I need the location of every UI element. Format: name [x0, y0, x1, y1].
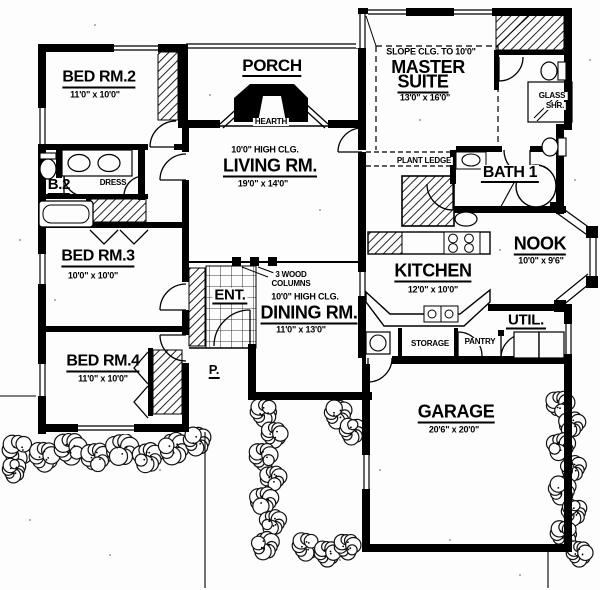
kitchen-counter	[365, 288, 491, 327]
master-label-line1: MASTER	[391, 57, 465, 77]
bed2-label: BED RM.2	[62, 69, 136, 89]
porch-label: PORCH	[242, 56, 302, 77]
lot-lines	[0, 395, 549, 588]
bathtub-inner	[42, 204, 90, 224]
bath1-label: BATH 1	[480, 164, 540, 183]
master-ceiling: SLOPE CLG. TO 10'0"	[386, 46, 476, 57]
bed4-closet	[152, 349, 183, 415]
master-closet	[495, 14, 565, 51]
bed3-closet	[90, 198, 147, 223]
dryer	[538, 331, 565, 359]
sink	[97, 153, 121, 173]
windows	[36, 6, 597, 489]
living-dims: 19'0" x 14'0"	[237, 178, 289, 189]
bed2-dims: 11'0" x 10'0"	[70, 89, 120, 100]
entry-label: ENT.	[212, 286, 248, 305]
master-label-line2: SUITE	[397, 71, 449, 94]
burner	[464, 233, 474, 244]
pantry-label: PANTRY	[462, 337, 498, 346]
nook-label: NOOK	[513, 233, 567, 256]
bath2-label: B.2	[47, 176, 71, 195]
hearth-label: HEARTH	[252, 117, 290, 126]
dining-label: DINING RM.	[260, 302, 358, 325]
floor-finishes	[90, 14, 565, 415]
dining-dims: 11'0" x 13'0"	[276, 324, 326, 335]
living-label: LIVING RM.	[223, 155, 317, 178]
kitchen-corner-sink	[454, 211, 478, 227]
shrubbery	[1, 390, 594, 568]
glass-shower-label-line1: GLASS	[536, 91, 568, 100]
master-dims: 13'0" x 16'0"	[399, 92, 451, 103]
toilet	[541, 137, 559, 157]
bed3-dims: 10'0" x 10'0"	[67, 270, 119, 281]
hall-closet	[401, 175, 455, 227]
plant-ledge-lines	[366, 151, 454, 167]
bed2-closet	[157, 51, 179, 121]
plant-ledge-label: PLANT LEDGE	[394, 156, 454, 165]
nook-dims: 10'0" x 9'6"	[518, 255, 564, 266]
entry-closet	[188, 267, 206, 347]
living-ceiling: 10'0" HIGH CLG.	[231, 144, 299, 155]
sink	[67, 153, 91, 173]
bed4-dims: 11'0" x 10'0"	[78, 373, 128, 384]
kitchen-label: KITCHEN	[394, 260, 472, 283]
toilet	[39, 158, 57, 180]
bed4-label: BED RM.4	[66, 353, 140, 373]
toilet	[557, 137, 567, 157]
shower-stall	[527, 81, 573, 123]
columns-note-line1: 3 WOOD	[273, 270, 309, 279]
burner	[448, 233, 458, 244]
burner	[448, 243, 458, 253]
dress-label: DRESS	[99, 178, 127, 187]
fixtures	[38, 61, 573, 359]
storage-label: STORAGE	[408, 339, 452, 348]
ceiling-lines	[365, 11, 534, 167]
thin-lines	[186, 43, 358, 349]
toilet	[557, 61, 567, 81]
kitchen-dims: 12'0" x 10'0"	[407, 284, 459, 295]
util-label: UTIL.	[506, 311, 546, 330]
garage-label: GARAGE	[417, 401, 495, 424]
washer	[513, 331, 540, 359]
toilet	[39, 152, 57, 160]
dining-ceiling: 10'0" HIGH CLG.	[271, 291, 339, 302]
walls	[38, 8, 598, 552]
burner	[464, 243, 474, 253]
patio-label: P.	[208, 362, 220, 379]
garage-dims: 20'6" x 20'0"	[428, 424, 480, 435]
columns-note-line2: COLUMNS	[269, 279, 313, 288]
bed3-label: BED RM.3	[61, 248, 135, 268]
sink	[461, 153, 481, 167]
fireplace	[234, 84, 308, 122]
toilet	[540, 61, 558, 81]
glass-shower-label-line2: SHR.	[543, 101, 567, 110]
